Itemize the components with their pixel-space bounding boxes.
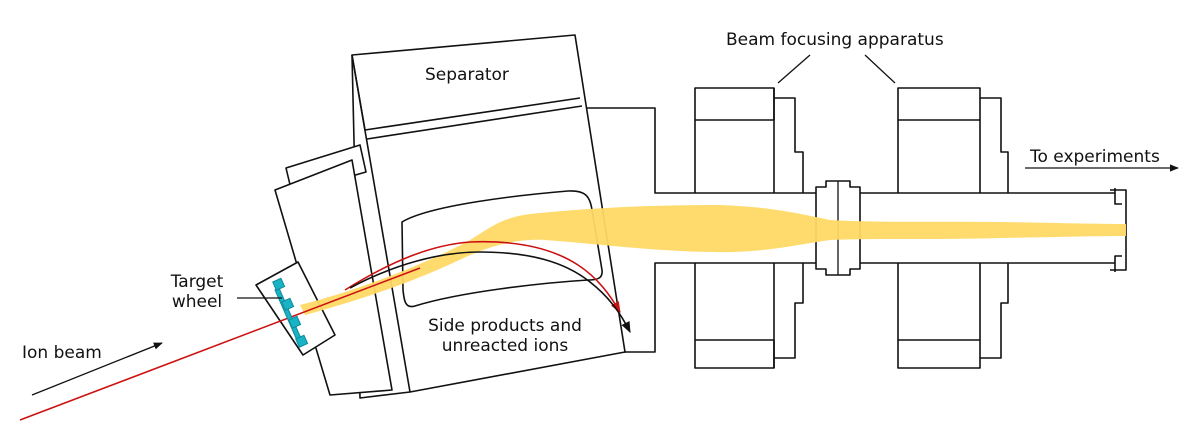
- ion-beam-arrow: [31, 342, 163, 396]
- target-wheel-label-line1: Target: [170, 272, 224, 292]
- side-products-label: Side products and unreacted ions: [410, 316, 600, 356]
- ion-beam-path: [19, 267, 421, 421]
- product-beam: [300, 205, 1126, 315]
- side-products-label-line1: Side products and: [428, 316, 582, 336]
- beam-focusing-label: Beam focusing apparatus: [726, 30, 944, 50]
- beam-focusing-leader-2: [864, 54, 896, 84]
- separator-label: Separator: [425, 65, 509, 85]
- side-products-path: [349, 251, 631, 334]
- target-wheel-label: Target wheel: [158, 272, 236, 312]
- quadrupole-magnet-2: [897, 87, 1009, 369]
- ion-beam-label: Ion beam: [22, 343, 102, 363]
- target-chamber: [255, 144, 393, 396]
- to-experiments-label: To experiments: [1030, 147, 1160, 167]
- target-wheel: [272, 277, 309, 348]
- side-products-label-line2: unreacted ions: [441, 336, 569, 356]
- beam-pipe: [583, 107, 1115, 353]
- unreacted-ion-path-red: [344, 240, 621, 313]
- target-wheel-label-line2: wheel: [171, 292, 223, 312]
- quadrupole-magnet-1: [694, 87, 804, 369]
- beam-focusing-leader-1: [777, 54, 811, 84]
